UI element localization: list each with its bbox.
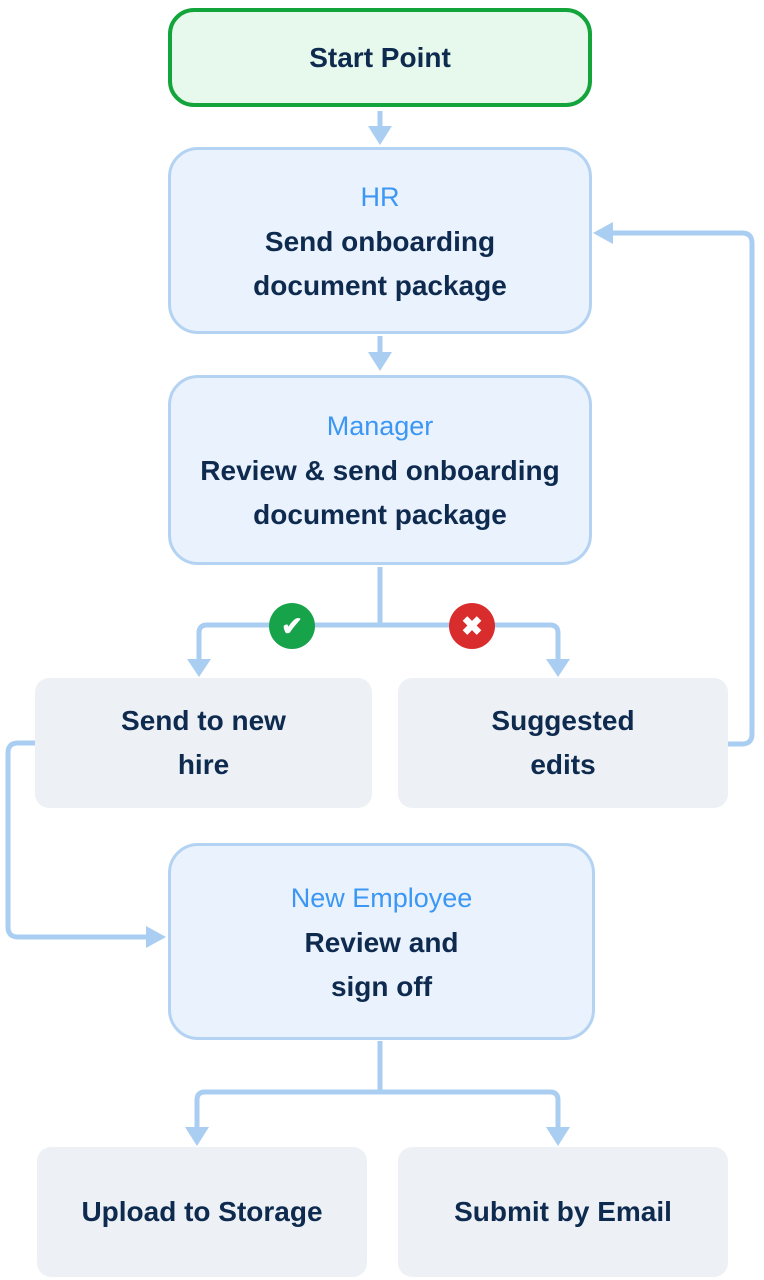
connector-edits-loop-to-hr bbox=[612, 230, 755, 747]
node-start-point[interactable]: Start Point bbox=[168, 8, 592, 107]
node-hr[interactable]: HR Send onboarding document package bbox=[168, 147, 592, 334]
manager-task-line1: Review & send onboarding bbox=[200, 455, 560, 486]
approve-check-icon: ✔ bbox=[269, 603, 315, 649]
connector-branch-approve bbox=[196, 622, 380, 661]
hr-role-label: HR bbox=[360, 181, 400, 212]
manager-task-line2: document package bbox=[253, 499, 507, 530]
arrowhead-branch-approve bbox=[187, 659, 211, 677]
send-to-new-hire-line1: Send to new bbox=[121, 705, 286, 736]
connector-branch-email bbox=[380, 1089, 561, 1129]
suggested-edits-line1: Suggested bbox=[491, 705, 635, 736]
node-manager[interactable]: Manager Review & send onboarding documen… bbox=[168, 375, 592, 565]
manager-role-label: Manager bbox=[326, 411, 434, 441]
start-point-label: Start Point bbox=[309, 41, 451, 73]
arrowhead-branch-upload bbox=[185, 1127, 209, 1146]
submit-by-email-label: Submit by Email bbox=[454, 1196, 672, 1227]
new-employee-task-line2: sign off bbox=[330, 970, 433, 1002]
connector-hire-to-employee bbox=[5, 740, 146, 940]
arrowhead-hr-to-manager bbox=[368, 352, 392, 371]
new-employee-role-label: New Employee bbox=[290, 882, 473, 913]
reject-x-icon: ✖ bbox=[449, 603, 495, 649]
hr-task-line2: document package bbox=[253, 269, 507, 301]
arrowhead-start-to-hr bbox=[368, 126, 392, 145]
x-glyph: ✖ bbox=[461, 611, 483, 641]
connector-branch-reject bbox=[380, 622, 561, 661]
send-to-new-hire-line2: hire bbox=[177, 749, 230, 780]
arrowhead-branch-email bbox=[546, 1127, 570, 1146]
node-upload-to-storage[interactable]: Upload to Storage bbox=[37, 1147, 367, 1277]
arrowhead-edits-loop-to-hr bbox=[593, 222, 613, 244]
node-suggested-edits[interactable]: Suggested edits bbox=[398, 678, 728, 808]
node-new-employee[interactable]: New Employee Review and sign off bbox=[168, 843, 595, 1040]
new-employee-task-line1: Review and bbox=[304, 926, 459, 958]
suggested-edits-line2: edits bbox=[530, 749, 596, 780]
connector-branch-upload bbox=[194, 1089, 380, 1129]
arrowhead-branch-reject bbox=[546, 659, 570, 677]
arrowhead-hire-to-employee bbox=[146, 926, 166, 948]
check-glyph: ✔ bbox=[281, 611, 303, 641]
node-submit-by-email[interactable]: Submit by Email bbox=[398, 1147, 728, 1277]
node-send-to-new-hire[interactable]: Send to new hire bbox=[35, 678, 372, 808]
upload-to-storage-label: Upload to Storage bbox=[81, 1196, 323, 1227]
hr-task-line1: Send onboarding bbox=[264, 225, 496, 257]
